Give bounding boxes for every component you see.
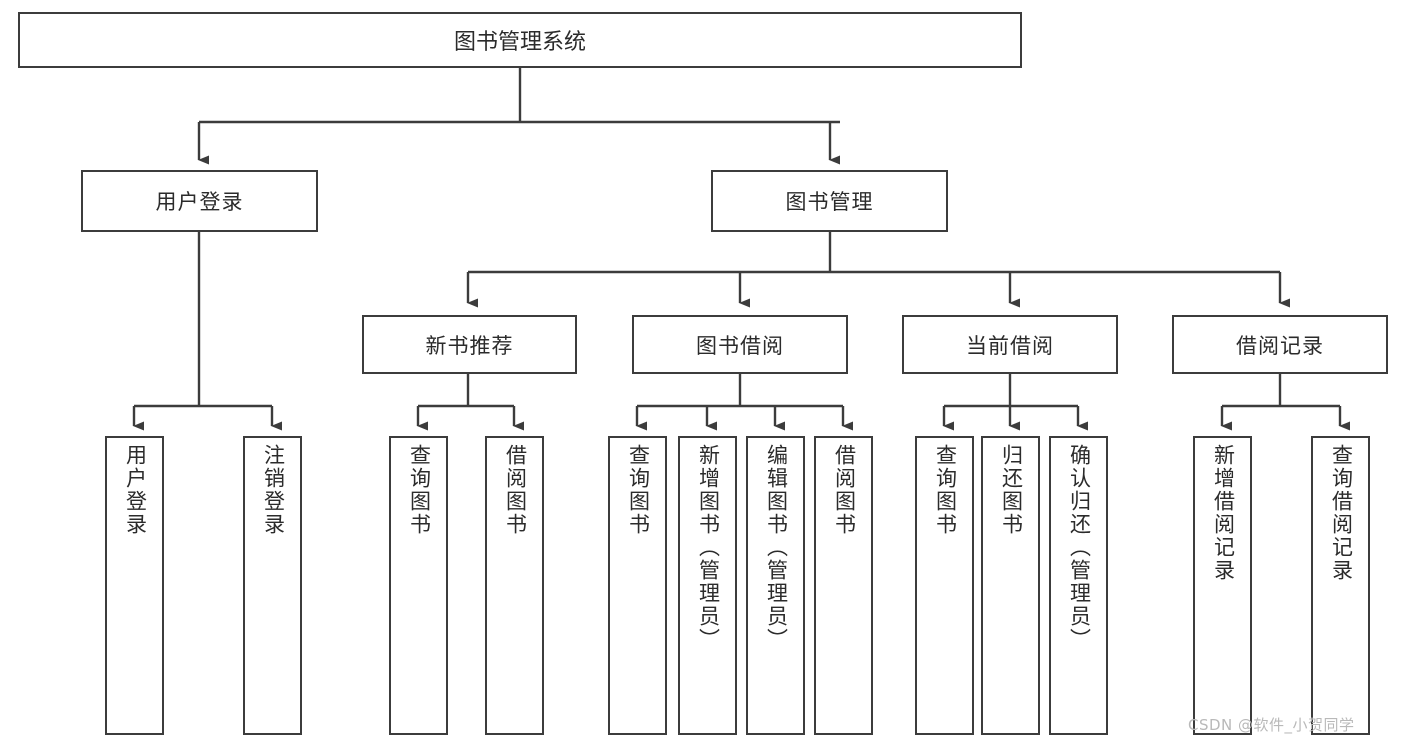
- watermark: CSDN @软件_小贺同学: [1188, 716, 1355, 734]
- node-leaf-query-book-3-label: 查询图书: [933, 444, 958, 536]
- node-leaf-logout-login[interactable]: 注销登录: [243, 436, 302, 735]
- node-book-borrow-label: 图书借阅: [696, 333, 784, 358]
- node-leaf-edit-book-label: 编辑图书（管理员）: [764, 444, 789, 651]
- node-leaf-confirm-return[interactable]: 确认归还（管理员）: [1049, 436, 1108, 735]
- node-root-label: 图书管理系统: [453, 30, 586, 55]
- node-leaf-user-login[interactable]: 用户登录: [105, 436, 164, 735]
- node-root[interactable]: 图书管理系统: [18, 12, 1022, 68]
- node-current-borrow-label: 当前借阅: [966, 333, 1054, 358]
- node-leaf-query-record-label: 查询借阅记录: [1329, 444, 1354, 582]
- node-leaf-borrow-book-2[interactable]: 借阅图书: [814, 436, 873, 735]
- node-leaf-query-book-1-label: 查询图书: [407, 444, 432, 536]
- node-borrow-record[interactable]: 借阅记录: [1172, 315, 1388, 374]
- node-leaf-logout-login-label: 注销登录: [261, 444, 286, 536]
- node-leaf-user-login-label: 用户登录: [123, 444, 148, 536]
- node-leaf-query-book-3[interactable]: 查询图书: [915, 436, 974, 735]
- node-leaf-borrow-book-1[interactable]: 借阅图书: [485, 436, 544, 735]
- node-leaf-query-book-2[interactable]: 查询图书: [608, 436, 667, 735]
- node-leaf-borrow-book-2-label: 借阅图书: [832, 444, 857, 536]
- node-new-book-recommend[interactable]: 新书推荐: [362, 315, 577, 374]
- node-user-login[interactable]: 用户登录: [81, 170, 318, 232]
- node-leaf-query-record[interactable]: 查询借阅记录: [1311, 436, 1370, 735]
- node-leaf-add-record[interactable]: 新增借阅记录: [1193, 436, 1252, 735]
- node-leaf-query-book-2-label: 查询图书: [626, 444, 651, 536]
- node-current-borrow[interactable]: 当前借阅: [902, 315, 1118, 374]
- node-leaf-edit-book[interactable]: 编辑图书（管理员）: [746, 436, 805, 735]
- node-new-book-recommend-label: 新书推荐: [425, 333, 514, 358]
- node-leaf-add-book-label: 新增图书（管理员）: [696, 444, 721, 651]
- node-book-manage[interactable]: 图书管理: [711, 170, 948, 232]
- node-leaf-return-book-label: 归还图书: [999, 444, 1024, 536]
- node-leaf-add-book[interactable]: 新增图书（管理员）: [678, 436, 737, 735]
- node-leaf-return-book[interactable]: 归还图书: [981, 436, 1040, 735]
- node-book-manage-label: 图书管理: [785, 190, 874, 214]
- node-leaf-add-record-label: 新增借阅记录: [1211, 444, 1236, 582]
- node-leaf-confirm-return-label: 确认归还（管理员）: [1067, 444, 1092, 651]
- node-book-borrow[interactable]: 图书借阅: [632, 315, 848, 374]
- node-leaf-query-book-1[interactable]: 查询图书: [389, 436, 448, 735]
- node-borrow-record-label: 借阅记录: [1236, 333, 1324, 358]
- node-user-login-label: 用户登录: [155, 190, 244, 214]
- node-leaf-borrow-book-1-label: 借阅图书: [503, 444, 528, 536]
